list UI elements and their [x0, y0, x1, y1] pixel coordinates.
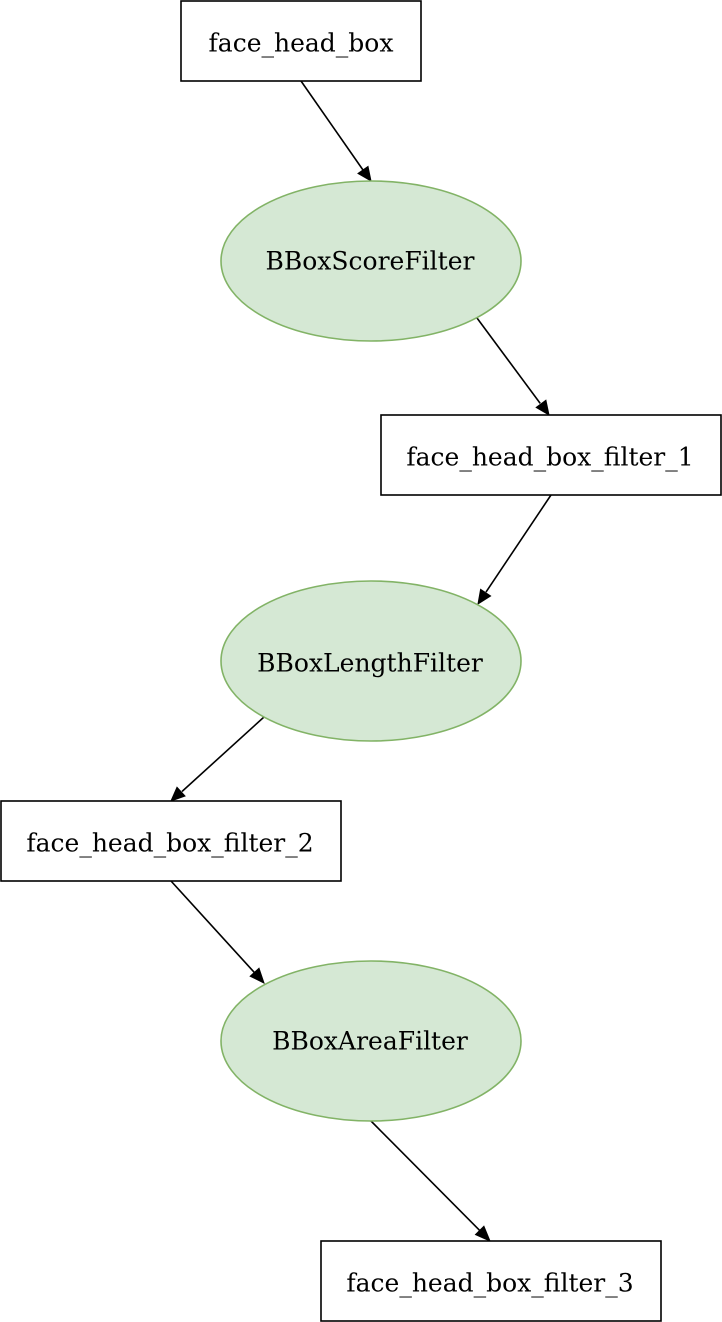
- edge-face-head-box-to-bbox-score-filter: [300, 80, 372, 182]
- data-node-face-head-box-filter-3: face_head_box_filter_3: [320, 1240, 662, 1322]
- edge-bbox-area-filter-to-filter-3: [370, 1120, 491, 1242]
- node-label: face_head_box_filter_2: [26, 829, 313, 858]
- edge-filter-1-to-bbox-length-filter: [477, 494, 552, 606]
- operator-node-bbox-score-filter: BBoxScoreFilter: [220, 180, 522, 342]
- data-node-face-head-box-filter-1: face_head_box_filter_1: [380, 414, 722, 496]
- node-label: BBoxLengthFilter: [257, 649, 483, 678]
- node-label: BBoxScoreFilter: [266, 247, 475, 276]
- node-label: BBoxAreaFilter: [272, 1027, 468, 1056]
- edge-bbox-score-filter-to-filter-1: [476, 317, 550, 417]
- data-node-face-head-box: face_head_box: [180, 0, 422, 82]
- operator-node-bbox-length-filter: BBoxLengthFilter: [220, 580, 522, 742]
- edge-filter-2-to-bbox-area-filter: [170, 880, 265, 984]
- operator-node-bbox-area-filter: BBoxAreaFilter: [220, 960, 522, 1122]
- node-label: face_head_box_filter_1: [406, 443, 693, 472]
- node-label: face_head_box_filter_3: [346, 1269, 633, 1298]
- edge-bbox-length-filter-to-filter-2: [170, 716, 265, 802]
- node-label: face_head_box: [209, 29, 394, 58]
- data-node-face-head-box-filter-2: face_head_box_filter_2: [0, 800, 342, 882]
